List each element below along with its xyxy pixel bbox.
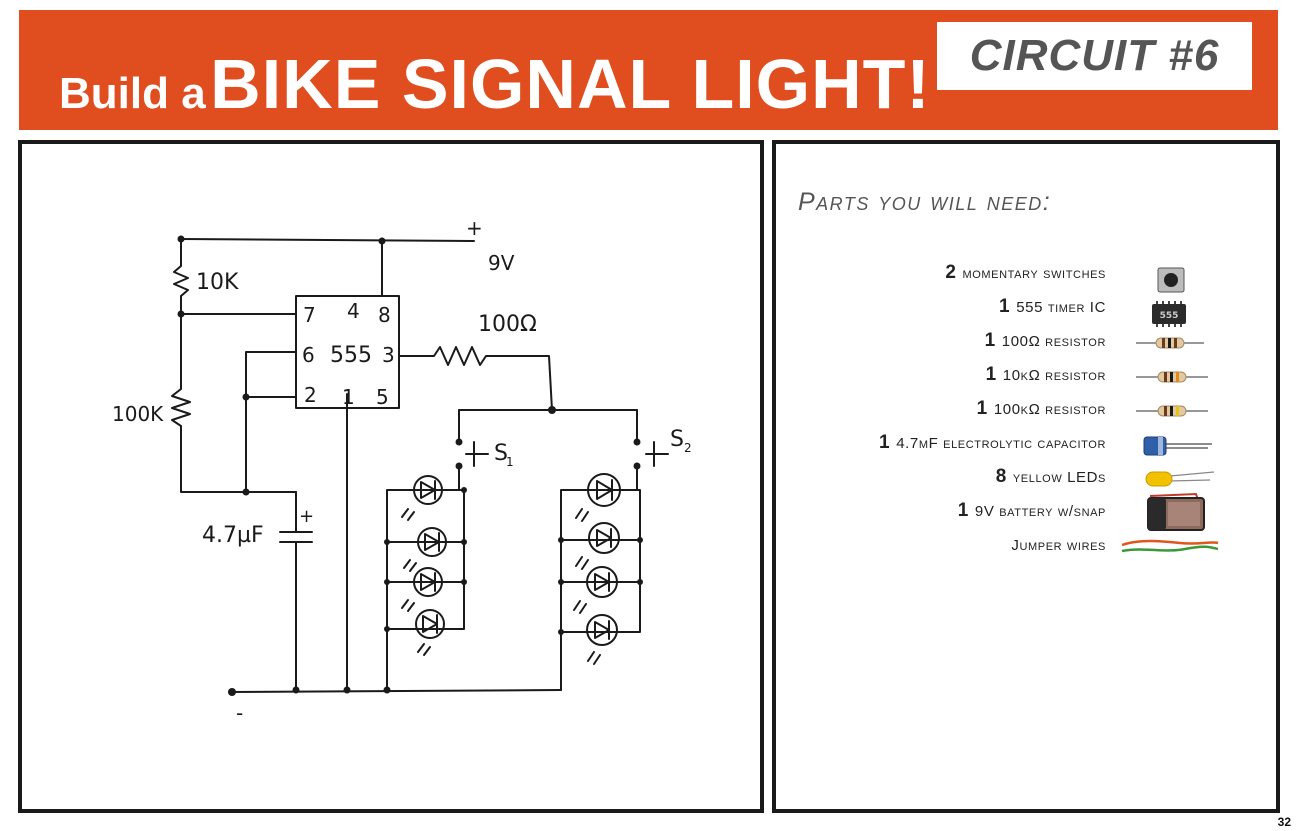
schematic-diagram: + 9V 10K 100K 100Ω 4.7µF + 555 7 4 8 6 3… xyxy=(112,216,692,725)
led-symbols-right xyxy=(573,473,621,665)
led-ladder-left xyxy=(386,489,465,691)
supply-plus-label: + xyxy=(466,216,483,240)
s2-label: S xyxy=(670,427,684,452)
s1-subscript: 1 xyxy=(506,455,514,469)
wire-top xyxy=(180,238,475,242)
resistor-icon xyxy=(1136,337,1204,349)
pin6-label: 6 xyxy=(302,343,315,367)
resistor-100k xyxy=(171,313,297,493)
circuit-badge: CIRCUIT #6 xyxy=(937,22,1252,90)
led-symbols-left xyxy=(401,475,447,656)
circuit-label: CIRCUIT #6 xyxy=(969,31,1220,80)
pushbutton-icon xyxy=(1157,267,1185,293)
page-number: 32 xyxy=(1277,815,1291,829)
svg-text:555: 555 xyxy=(1160,311,1179,321)
schematic-panel: + 9V 10K 100K 100Ω 4.7µF + 555 7 4 8 6 3… xyxy=(18,140,764,813)
junction-dots xyxy=(177,235,643,696)
pin2-label: 2 xyxy=(304,383,317,407)
r3-label: 100Ω xyxy=(478,312,537,337)
capacitor-icon xyxy=(1143,436,1212,456)
parts-title: Parts you will need: xyxy=(798,188,1052,216)
wire-pin6 xyxy=(245,351,297,493)
supply-label: 9V xyxy=(488,251,515,275)
jumper-wires-icon xyxy=(1121,539,1219,553)
led-icon xyxy=(1145,471,1215,487)
switch-s2 xyxy=(636,441,669,491)
pin3-label: 3 xyxy=(382,343,395,367)
wire-ground xyxy=(228,689,562,693)
resistor-icon xyxy=(1136,405,1208,417)
s1-label: S xyxy=(494,441,508,466)
switch-s1 xyxy=(458,441,489,491)
pin5-label: 5 xyxy=(376,385,389,409)
pin1-label: 1 xyxy=(342,385,355,409)
cap-label: 4.7µF xyxy=(202,523,264,548)
ground-minus-label: - xyxy=(236,701,243,725)
resistor-100 xyxy=(398,346,553,411)
cap-plus-label: + xyxy=(299,506,314,527)
r2-label: 100K xyxy=(112,402,164,426)
pin4-label: 4 xyxy=(347,299,360,323)
battery-icon xyxy=(1147,492,1205,531)
r1-label: 10K xyxy=(196,270,239,295)
s2-subscript: 2 xyxy=(684,441,692,455)
ic-label: 555 xyxy=(330,343,372,368)
pin7-label: 7 xyxy=(303,303,316,327)
title-main: BIKE SIGNAL LIGHT! xyxy=(210,45,931,123)
page-title: Build a BIKE SIGNAL LIGHT! xyxy=(59,44,931,124)
resistor-10k xyxy=(173,238,189,315)
ic-chip-icon: 555 xyxy=(1152,301,1186,327)
led-ladder-right xyxy=(560,489,641,691)
resistor-icon xyxy=(1136,371,1208,383)
part-item: Jumper wires xyxy=(1011,537,1106,554)
title-prefix: Build a xyxy=(59,69,206,118)
pin8-label: 8 xyxy=(378,303,391,327)
